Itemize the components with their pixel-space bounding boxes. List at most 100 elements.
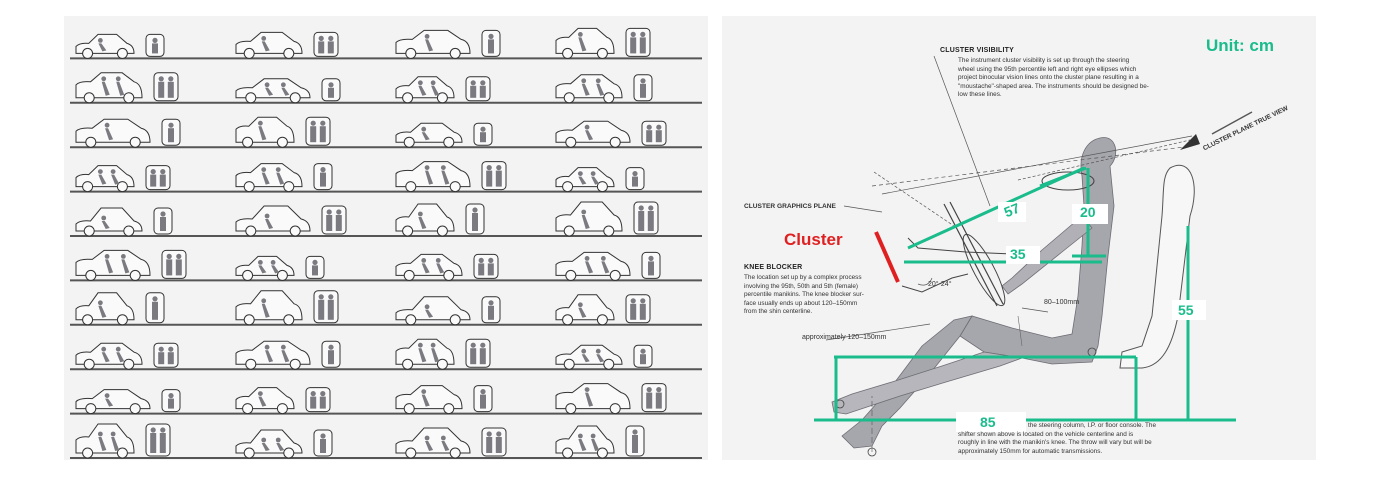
occupant-body (335, 215, 342, 231)
vehicle-wheel (276, 269, 288, 281)
approx-distance-label: approximately 120–150mm (802, 334, 887, 341)
occupant-body (258, 265, 267, 274)
occupant-head (470, 342, 476, 348)
vehicle-side-silhouette (395, 122, 463, 143)
steering-column (943, 203, 998, 307)
vehicle-side-silhouette (75, 72, 143, 99)
occupant-body (630, 303, 637, 320)
vehicle-wheel (402, 358, 414, 370)
occupant-head (577, 302, 583, 308)
occupant-head (584, 387, 590, 392)
occupant-head (280, 82, 286, 88)
occupant-head (595, 348, 601, 354)
vehicle-silhouettes-drawing (70, 27, 702, 459)
occupant-body (488, 305, 494, 320)
occupant-head (152, 296, 158, 302)
vehicle-wheel (242, 269, 254, 281)
vehicle-side-silhouette (555, 383, 631, 410)
vehicle-side-silhouette (395, 76, 455, 99)
occupant-body (105, 128, 114, 141)
occupant-head (101, 215, 107, 221)
vehicle-side-silhouette (235, 255, 295, 276)
vehicle-wheel (449, 47, 461, 59)
cluster-label: Cluster (784, 230, 843, 249)
vehicle-side-silhouette (555, 294, 615, 321)
vehicle-side-silhouette (555, 201, 623, 232)
occupant-head (430, 80, 436, 86)
vehicle-wheel (609, 269, 621, 281)
occupant-body (158, 352, 165, 365)
vehicle-wheel (562, 447, 574, 459)
occupant-body (436, 263, 445, 274)
occupant-body (487, 263, 494, 276)
occupant-head (440, 165, 446, 171)
occupant-body (601, 261, 610, 274)
occupant-body (281, 87, 290, 96)
occupant-body (310, 396, 317, 409)
vehicle-wheel (402, 92, 414, 104)
occupant-body (638, 211, 645, 231)
vehicle-front-silhouette (153, 342, 179, 368)
occupant-head (600, 256, 606, 261)
vehicle-silhouettes-panel (64, 16, 708, 460)
occupant-head (97, 300, 103, 306)
vehicle-side-silhouette (235, 290, 303, 321)
occupant-body (425, 309, 434, 318)
vehicle-wheel (276, 136, 288, 148)
occupant-head (640, 348, 646, 354)
vehicle-front-silhouette (641, 383, 667, 413)
occupant-body (418, 85, 427, 96)
occupant-body (470, 85, 477, 98)
occupant-body (328, 87, 334, 98)
occupant-head (421, 389, 427, 394)
occupant-head (632, 171, 638, 177)
vehicle-wheel (129, 136, 141, 148)
occupant-head (318, 294, 324, 300)
vehicle-wheel (245, 225, 257, 237)
vehicle-side-silhouette (75, 423, 135, 454)
occupant-head (176, 253, 182, 259)
vehicle-front-silhouette (465, 338, 491, 368)
occupant-head (577, 433, 583, 439)
vehicle-wheel (443, 403, 455, 415)
vehicle-wheel (405, 447, 417, 459)
occupant-body (98, 437, 107, 451)
occupant-body (441, 441, 450, 451)
occupant-body (648, 261, 654, 276)
occupant-body (98, 43, 107, 52)
occupant-head (336, 209, 342, 215)
occupant-body (630, 37, 637, 54)
vehicle-wheel (82, 314, 94, 326)
occupant-body (111, 174, 120, 185)
vehicle-side-silhouette (75, 207, 143, 232)
occupant-head (595, 78, 601, 84)
occupant-head (310, 391, 316, 397)
occupant-head (115, 76, 121, 82)
vehicle-wheel (443, 136, 455, 148)
unit-label: Unit: cm (1206, 36, 1274, 55)
occupant-head (646, 124, 652, 130)
occupant-head (115, 346, 121, 352)
occupant-body (472, 213, 478, 231)
vehicle-wheel (243, 447, 255, 459)
occupant-body (152, 301, 158, 320)
occupant-head (264, 213, 270, 219)
occupant-body (116, 81, 125, 96)
vehicle-wheel (283, 314, 295, 326)
vehicle-wheel (596, 314, 608, 326)
occupant-head (646, 387, 652, 393)
occupant-head (478, 257, 484, 263)
vehicle-side-silhouette (555, 251, 631, 276)
vehicle-wheel (603, 358, 615, 370)
vehicle-wheel (116, 447, 128, 459)
vehicle-wheel (403, 403, 415, 415)
vehicle-wheel (403, 269, 415, 281)
occupant-head (261, 36, 267, 41)
vehicle-wheel (449, 181, 461, 193)
vehicle-side-silhouette (235, 78, 311, 99)
vehicle-wheel (85, 403, 97, 415)
vehicle-wheel (123, 225, 135, 237)
cluster-visibility-text: The instrument cluster visibility is set… (958, 57, 1149, 99)
occupant-body (585, 130, 594, 141)
occupant-head (640, 78, 646, 84)
